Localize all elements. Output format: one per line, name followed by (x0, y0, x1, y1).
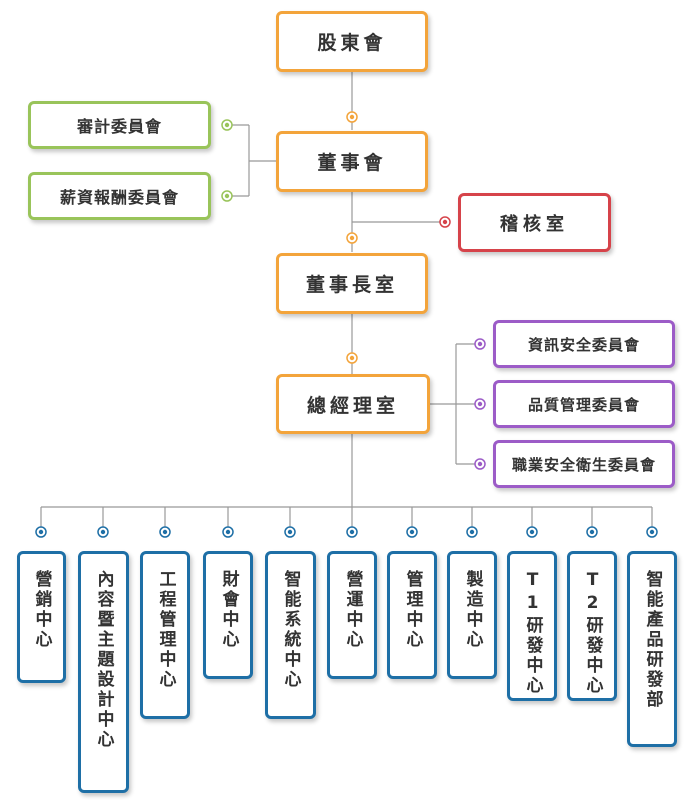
department-box-6: 營運中心 (327, 551, 377, 679)
dot-info-security (474, 338, 486, 350)
chairman-office-box: 董事長室 (276, 253, 428, 314)
department-label: T1研發中心 (522, 570, 543, 696)
dot-department-8 (466, 526, 478, 538)
department-label: 營運中心 (342, 570, 363, 650)
safety-committee-box: 職業安全衛生委員會 (493, 440, 675, 488)
president-office-box: 總經理室 (276, 374, 430, 434)
department-box-1: 營銷中心 (16, 551, 66, 683)
department-box-8: 製造中心 (447, 551, 497, 679)
dot-department-3 (159, 526, 171, 538)
dot-compensation-committee (221, 190, 233, 202)
president-office-label: 總經理室 (306, 394, 399, 417)
dot-department-7 (406, 526, 418, 538)
audit-office-box: 稽核室 (458, 193, 611, 252)
board-of-directors-box: 董事會 (276, 131, 428, 192)
department-label: 內容暨主題設計中心 (93, 570, 114, 750)
department-label: 財會中心 (218, 570, 239, 650)
dot-audit-committee (221, 119, 233, 131)
dot-safety (474, 458, 486, 470)
department-label: 管理中心 (402, 570, 423, 650)
connector-dots (221, 111, 486, 470)
department-box-10: T2研發中心 (567, 551, 617, 701)
shareholders-meeting-box: 股東會 (276, 11, 428, 72)
department-box-2: 內容暨主題設計中心 (77, 551, 129, 793)
dot-department-6 (346, 526, 358, 538)
department-box-9: T1研發中心 (507, 551, 557, 701)
department-dots (35, 526, 658, 538)
dot-department-5 (284, 526, 296, 538)
quality-committee-label: 品質管理委員會 (527, 395, 640, 414)
audit-office-label: 稽核室 (500, 213, 569, 235)
compensation-committee-box: 薪資報酬委員會 (28, 172, 211, 220)
shareholders-meeting-label: 股東會 (317, 32, 387, 54)
department-label: T2研發中心 (582, 570, 603, 696)
dot-chairman-top (346, 232, 358, 244)
board-of-directors-label: 董事會 (317, 152, 387, 174)
dot-department-11 (646, 526, 658, 538)
dot-department-1 (35, 526, 47, 538)
info-security-committee-box: 資訊安全委員會 (493, 320, 675, 368)
department-label: 智能產品研發部 (642, 570, 663, 710)
dot-department-10 (586, 526, 598, 538)
department-box-3: 工程管理中心 (140, 551, 190, 719)
dot-board-top (346, 111, 358, 123)
quality-committee-box: 品質管理委員會 (493, 380, 675, 428)
dot-department-9 (526, 526, 538, 538)
department-box-5: 智能系統中心 (264, 551, 316, 719)
dot-quality (474, 398, 486, 410)
dot-department-2 (97, 526, 109, 538)
department-box-7: 管理中心 (387, 551, 437, 679)
dot-department-4 (222, 526, 234, 538)
department-label: 製造中心 (462, 570, 483, 650)
department-label: 工程管理中心 (155, 570, 176, 690)
department-box-11: 智能產品研發部 (627, 551, 677, 747)
dot-audit-office (439, 216, 451, 228)
department-label: 智能系統中心 (280, 570, 301, 690)
department-label: 營銷中心 (31, 570, 52, 650)
audit-committee-label: 審計委員會 (76, 117, 162, 136)
department-drop-lines (40, 507, 653, 532)
safety-committee-label: 職業安全衛生委員會 (511, 455, 656, 474)
department-box-4: 財會中心 (203, 551, 253, 679)
dot-president-top (346, 352, 358, 364)
info-security-committee-label: 資訊安全委員會 (527, 335, 640, 354)
chairman-office-label: 董事長室 (305, 274, 398, 296)
compensation-committee-label: 薪資報酬委員會 (59, 188, 179, 207)
audit-committee-box: 審計委員會 (28, 101, 211, 149)
